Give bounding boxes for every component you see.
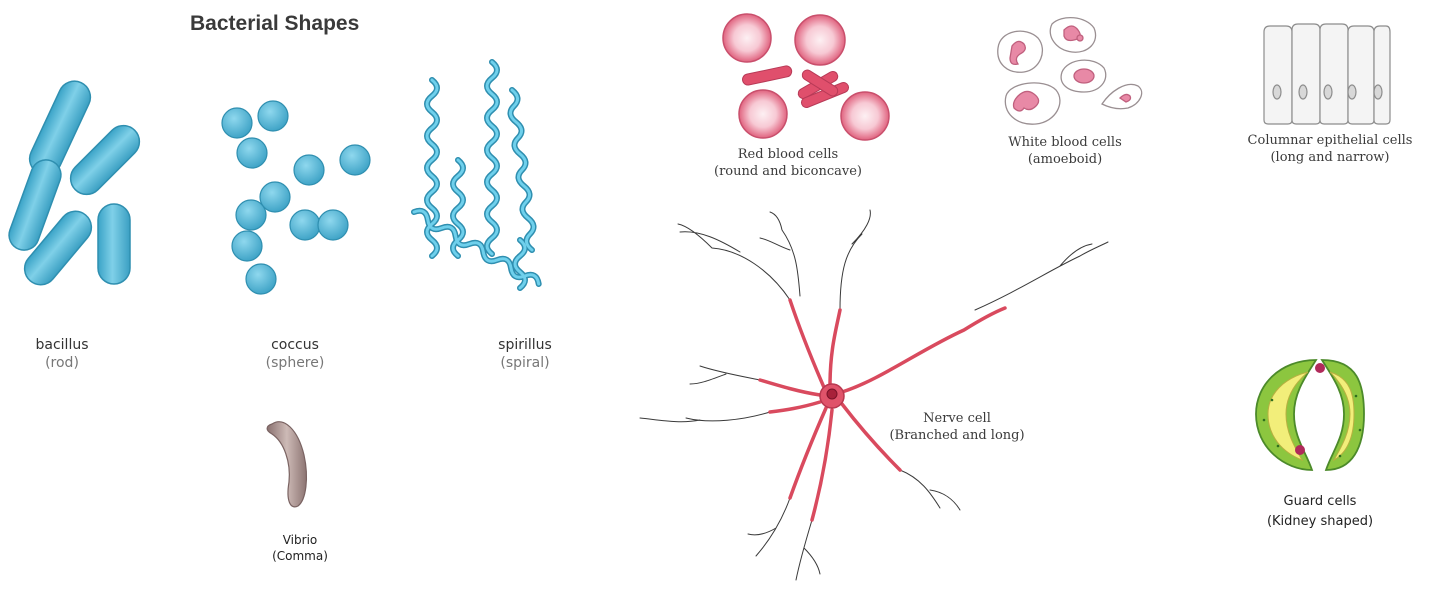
columnar-shape: (long and narrow): [1225, 149, 1435, 166]
columnar-cell: [1320, 24, 1348, 124]
wbc-cell: [1005, 83, 1060, 124]
coccus-sphere: [318, 210, 348, 240]
columnar-cell: [1374, 26, 1390, 124]
rbc-disc: [841, 92, 889, 140]
bacillus-name: bacillus: [22, 336, 102, 354]
wbc-cell: [1061, 60, 1106, 92]
guard-cell-right: [1315, 360, 1364, 470]
rbc-shape: (round and biconcave): [693, 163, 883, 180]
wbc-label: White blood cells (amoeboid): [985, 134, 1145, 168]
wbc-cell: [1102, 84, 1142, 108]
guard-shape: (Kidney shaped): [1255, 512, 1385, 532]
coccus-label: coccus (sphere): [255, 336, 335, 372]
guard-cell-left: [1256, 360, 1316, 470]
vibrio-cell: [267, 422, 306, 507]
spirillus-cluster: [412, 62, 542, 288]
columnar-name: Columnar epithelial cells: [1225, 132, 1435, 149]
coccus-cluster: [222, 101, 370, 294]
nerve-label: Nerve cell (Branched and long): [872, 410, 1042, 444]
columnar-cell: [1264, 26, 1292, 124]
bacterial-shapes-title: Bacterial Shapes: [190, 12, 359, 36]
coccus-sphere: [237, 138, 267, 168]
columnar-cell: [1292, 24, 1320, 124]
wbc-shape: (amoeboid): [985, 151, 1145, 168]
bacillus-shape: (rod): [22, 354, 102, 372]
wbc-cell: [998, 31, 1043, 72]
wbc-name: White blood cells: [985, 134, 1145, 151]
rbc-cluster: [723, 14, 889, 140]
coccus-sphere: [246, 264, 276, 294]
bacillus-rod: [98, 204, 130, 284]
columnar-label: Columnar epithelial cells (long and narr…: [1225, 132, 1435, 166]
rbc-disc: [795, 15, 845, 65]
nerve-cell-nucleus: [827, 389, 837, 399]
vibrio-label: Vibrio (Comma): [260, 532, 340, 564]
vibrio-name: Vibrio: [260, 532, 340, 548]
coccus-sphere: [290, 210, 320, 240]
bacillus-cluster: [5, 76, 146, 291]
rbc-side-view: [742, 65, 793, 86]
spirillus-name: spirillus: [485, 336, 565, 354]
rbc-label: Red blood cells (round and biconcave): [693, 146, 883, 180]
rbc-disc: [739, 90, 787, 138]
nerve-cell: [640, 210, 1108, 580]
guard-cells: [1256, 360, 1364, 470]
nerve-shape: (Branched and long): [872, 427, 1042, 444]
spirillus-shape: (spiral): [485, 354, 565, 372]
coccus-shape: (sphere): [255, 354, 335, 372]
coccus-sphere: [340, 145, 370, 175]
wbc-cell: [1050, 18, 1095, 53]
coccus-sphere: [232, 231, 262, 261]
wbc-cluster: [998, 18, 1142, 125]
columnar-cells: [1264, 24, 1390, 124]
rbc-disc: [723, 14, 771, 62]
vibrio-shape: (Comma): [260, 548, 340, 564]
spirillus-label: spirillus (spiral): [485, 336, 565, 372]
columnar-cell: [1348, 26, 1374, 124]
coccus-name: coccus: [255, 336, 335, 354]
rbc-name: Red blood cells: [693, 146, 883, 163]
guard-name: Guard cells: [1255, 492, 1385, 512]
coccus-sphere: [294, 155, 324, 185]
coccus-sphere: [222, 108, 252, 138]
nerve-name: Nerve cell: [872, 410, 1042, 427]
coccus-sphere: [236, 200, 266, 230]
coccus-sphere: [258, 101, 288, 131]
guard-label: Guard cells (Kidney shaped): [1255, 492, 1385, 532]
bacillus-label: bacillus (rod): [22, 336, 102, 372]
